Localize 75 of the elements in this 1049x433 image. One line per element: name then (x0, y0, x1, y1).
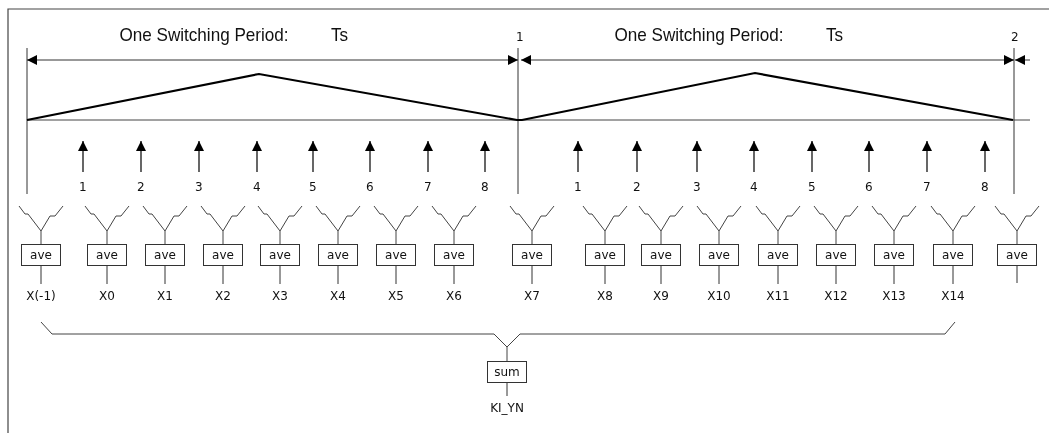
signal-label: X12 (812, 284, 860, 308)
ave-block: ave (260, 244, 300, 266)
ave-block: ave (87, 244, 127, 266)
ave-block: ave (874, 244, 914, 266)
sample-number: 6 (865, 180, 873, 194)
signal-label: X1 (141, 284, 189, 308)
connector-line (1016, 265, 1018, 284)
sample-number: 8 (981, 180, 989, 194)
signal-label: X3 (256, 284, 304, 308)
connector-line (164, 265, 166, 285)
connector-line (40, 265, 42, 285)
sample-number: 4 (253, 180, 261, 194)
connector-line (777, 265, 779, 285)
sample-number: 3 (195, 180, 203, 194)
sample-number: 2 (137, 180, 145, 194)
signal-label: X14 (929, 284, 977, 308)
signal-label: X8 (581, 284, 629, 308)
signal-label: X11 (754, 284, 802, 308)
connector-line (604, 265, 606, 285)
signal-label: X10 (695, 284, 743, 308)
connector-line (222, 265, 224, 285)
ave-block: ave (585, 244, 625, 266)
ave-block: ave (21, 244, 61, 266)
ave-block: ave (933, 244, 973, 266)
period-index: 2 (1011, 30, 1019, 44)
sample-number: 6 (366, 180, 374, 194)
sample-number: 1 (574, 180, 582, 194)
period-index: 1 (516, 30, 524, 44)
period-symbol: Ts (330, 24, 348, 46)
sample-number: 2 (633, 180, 641, 194)
ave-block: ave (758, 244, 798, 266)
ave-block: ave (318, 244, 358, 266)
period-symbol: Ts (825, 24, 843, 46)
sum-block: sum (487, 361, 527, 383)
connector-line (106, 265, 108, 285)
connector-line (531, 265, 533, 285)
signal-label: X7 (508, 284, 556, 308)
sample-number: 5 (808, 180, 816, 194)
ave-block: ave (434, 244, 474, 266)
signal-label: X5 (372, 284, 420, 308)
connector-line (506, 382, 508, 397)
signal-label: X6 (430, 284, 478, 308)
connector-line (893, 265, 895, 285)
ave-block: ave (145, 244, 185, 266)
sample-number: 8 (481, 180, 489, 194)
signal-label: X2 (199, 284, 247, 308)
period-title: One Switching Period: (119, 24, 289, 46)
sample-number: 4 (750, 180, 758, 194)
ave-block: ave (997, 244, 1037, 266)
output-label: KI_YN (472, 396, 542, 420)
signal-label: X9 (637, 284, 685, 308)
connector-line (952, 265, 954, 285)
sample-number: 7 (923, 180, 931, 194)
sample-number: 5 (309, 180, 317, 194)
signal-label: X(-1) (17, 284, 65, 308)
ave-block: ave (512, 244, 552, 266)
sample-number: 7 (424, 180, 432, 194)
connector-line (718, 265, 720, 285)
connector-line (279, 265, 281, 285)
ave-block: ave (376, 244, 416, 266)
ave-block: ave (699, 244, 739, 266)
connector-line (660, 265, 662, 285)
period-title: One Switching Period: (614, 24, 784, 46)
signal-label: X0 (83, 284, 131, 308)
ave-block: ave (203, 244, 243, 266)
connector-line (453, 265, 455, 285)
signal-label: X13 (870, 284, 918, 308)
sample-number: 3 (693, 180, 701, 194)
ave-block: ave (641, 244, 681, 266)
connector-line (337, 265, 339, 285)
sample-number: 1 (79, 180, 87, 194)
connector-line (835, 265, 837, 285)
connector-line (395, 265, 397, 285)
ave-block: ave (816, 244, 856, 266)
signal-label: X4 (314, 284, 362, 308)
